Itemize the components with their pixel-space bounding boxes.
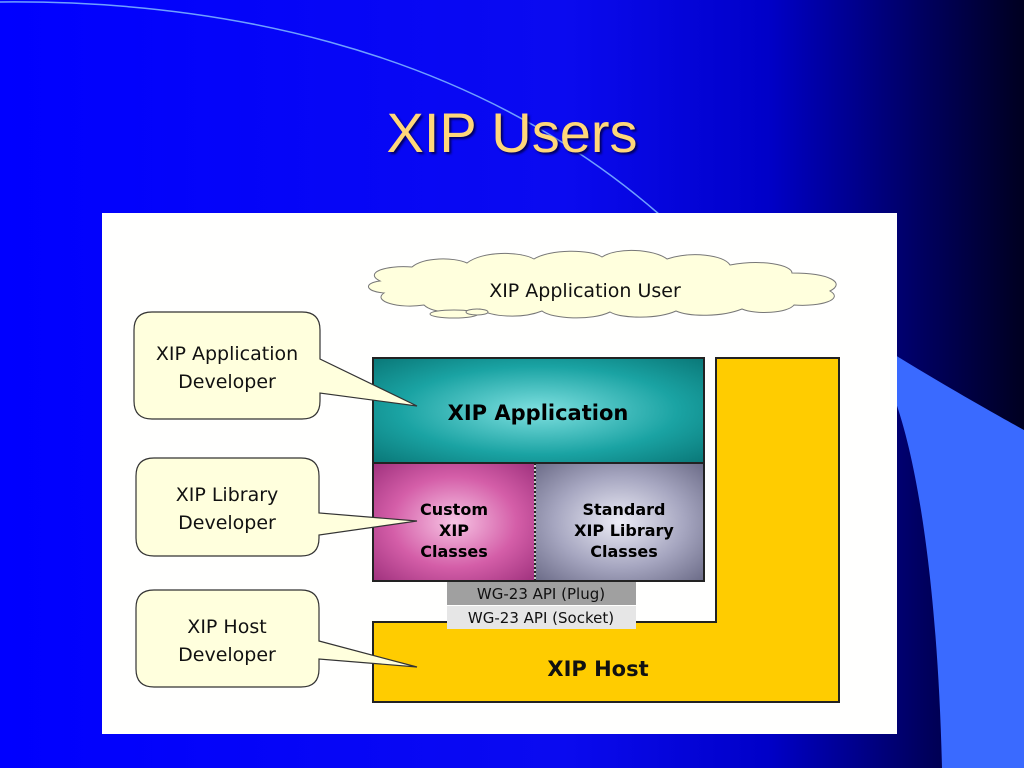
standard-classes-line1: Standard xyxy=(583,500,666,519)
background-swoosh xyxy=(895,355,1024,768)
callout-host-developer-line1: XIP Host xyxy=(187,616,266,638)
callout-application-developer-line1: XIP Application xyxy=(156,343,298,365)
cloud-label: XIP Application User xyxy=(489,280,681,302)
callout-application-developer-bubble xyxy=(133,311,418,420)
xip-host-box xyxy=(372,357,840,703)
callout-application-developer-line2: Developer xyxy=(178,371,276,393)
xip-users-diagram: XIP Application User XIP Host XIP Applic… xyxy=(133,249,840,703)
standard-classes-line2: XIP Library xyxy=(574,521,674,540)
application-user-cloud: XIP Application User xyxy=(368,249,837,319)
xip-application-label: XIP Application xyxy=(448,401,629,425)
custom-classes-line3: Classes xyxy=(420,542,487,561)
callout-host-developer-bubble xyxy=(135,589,418,688)
callout-host-developer: XIP Host Developer xyxy=(135,589,418,688)
background-arc xyxy=(0,1,661,216)
slide-title: XIP Users xyxy=(386,101,638,164)
custom-classes-line2: XIP xyxy=(439,521,469,540)
standard-xip-library-classes-box xyxy=(534,462,705,582)
wg23-socket-api-label: WG-23 API (Socket) xyxy=(468,609,614,627)
diagram-panel: XIP Application User XIP Host XIP Applic… xyxy=(102,213,897,734)
cloud-tail-small xyxy=(465,308,489,316)
callout-library-developer-line1: XIP Library xyxy=(176,484,279,506)
wg23-plug-api-bar xyxy=(447,582,636,605)
callout-host-developer-line2: Developer xyxy=(178,644,276,666)
wg23-socket-api-bar xyxy=(447,606,636,629)
callout-library-developer-line2: Developer xyxy=(178,512,276,534)
xip-host-label: XIP Host xyxy=(547,657,648,681)
standard-classes-line3: Classes xyxy=(590,542,657,561)
callout-library-developer-bubble xyxy=(135,457,418,557)
custom-classes-line1: Custom xyxy=(420,500,488,519)
callout-application-developer: XIP Application Developer xyxy=(133,311,418,420)
wg23-plug-api-label: WG-23 API (Plug) xyxy=(477,585,605,603)
callout-library-developer: XIP Library Developer xyxy=(135,457,418,557)
